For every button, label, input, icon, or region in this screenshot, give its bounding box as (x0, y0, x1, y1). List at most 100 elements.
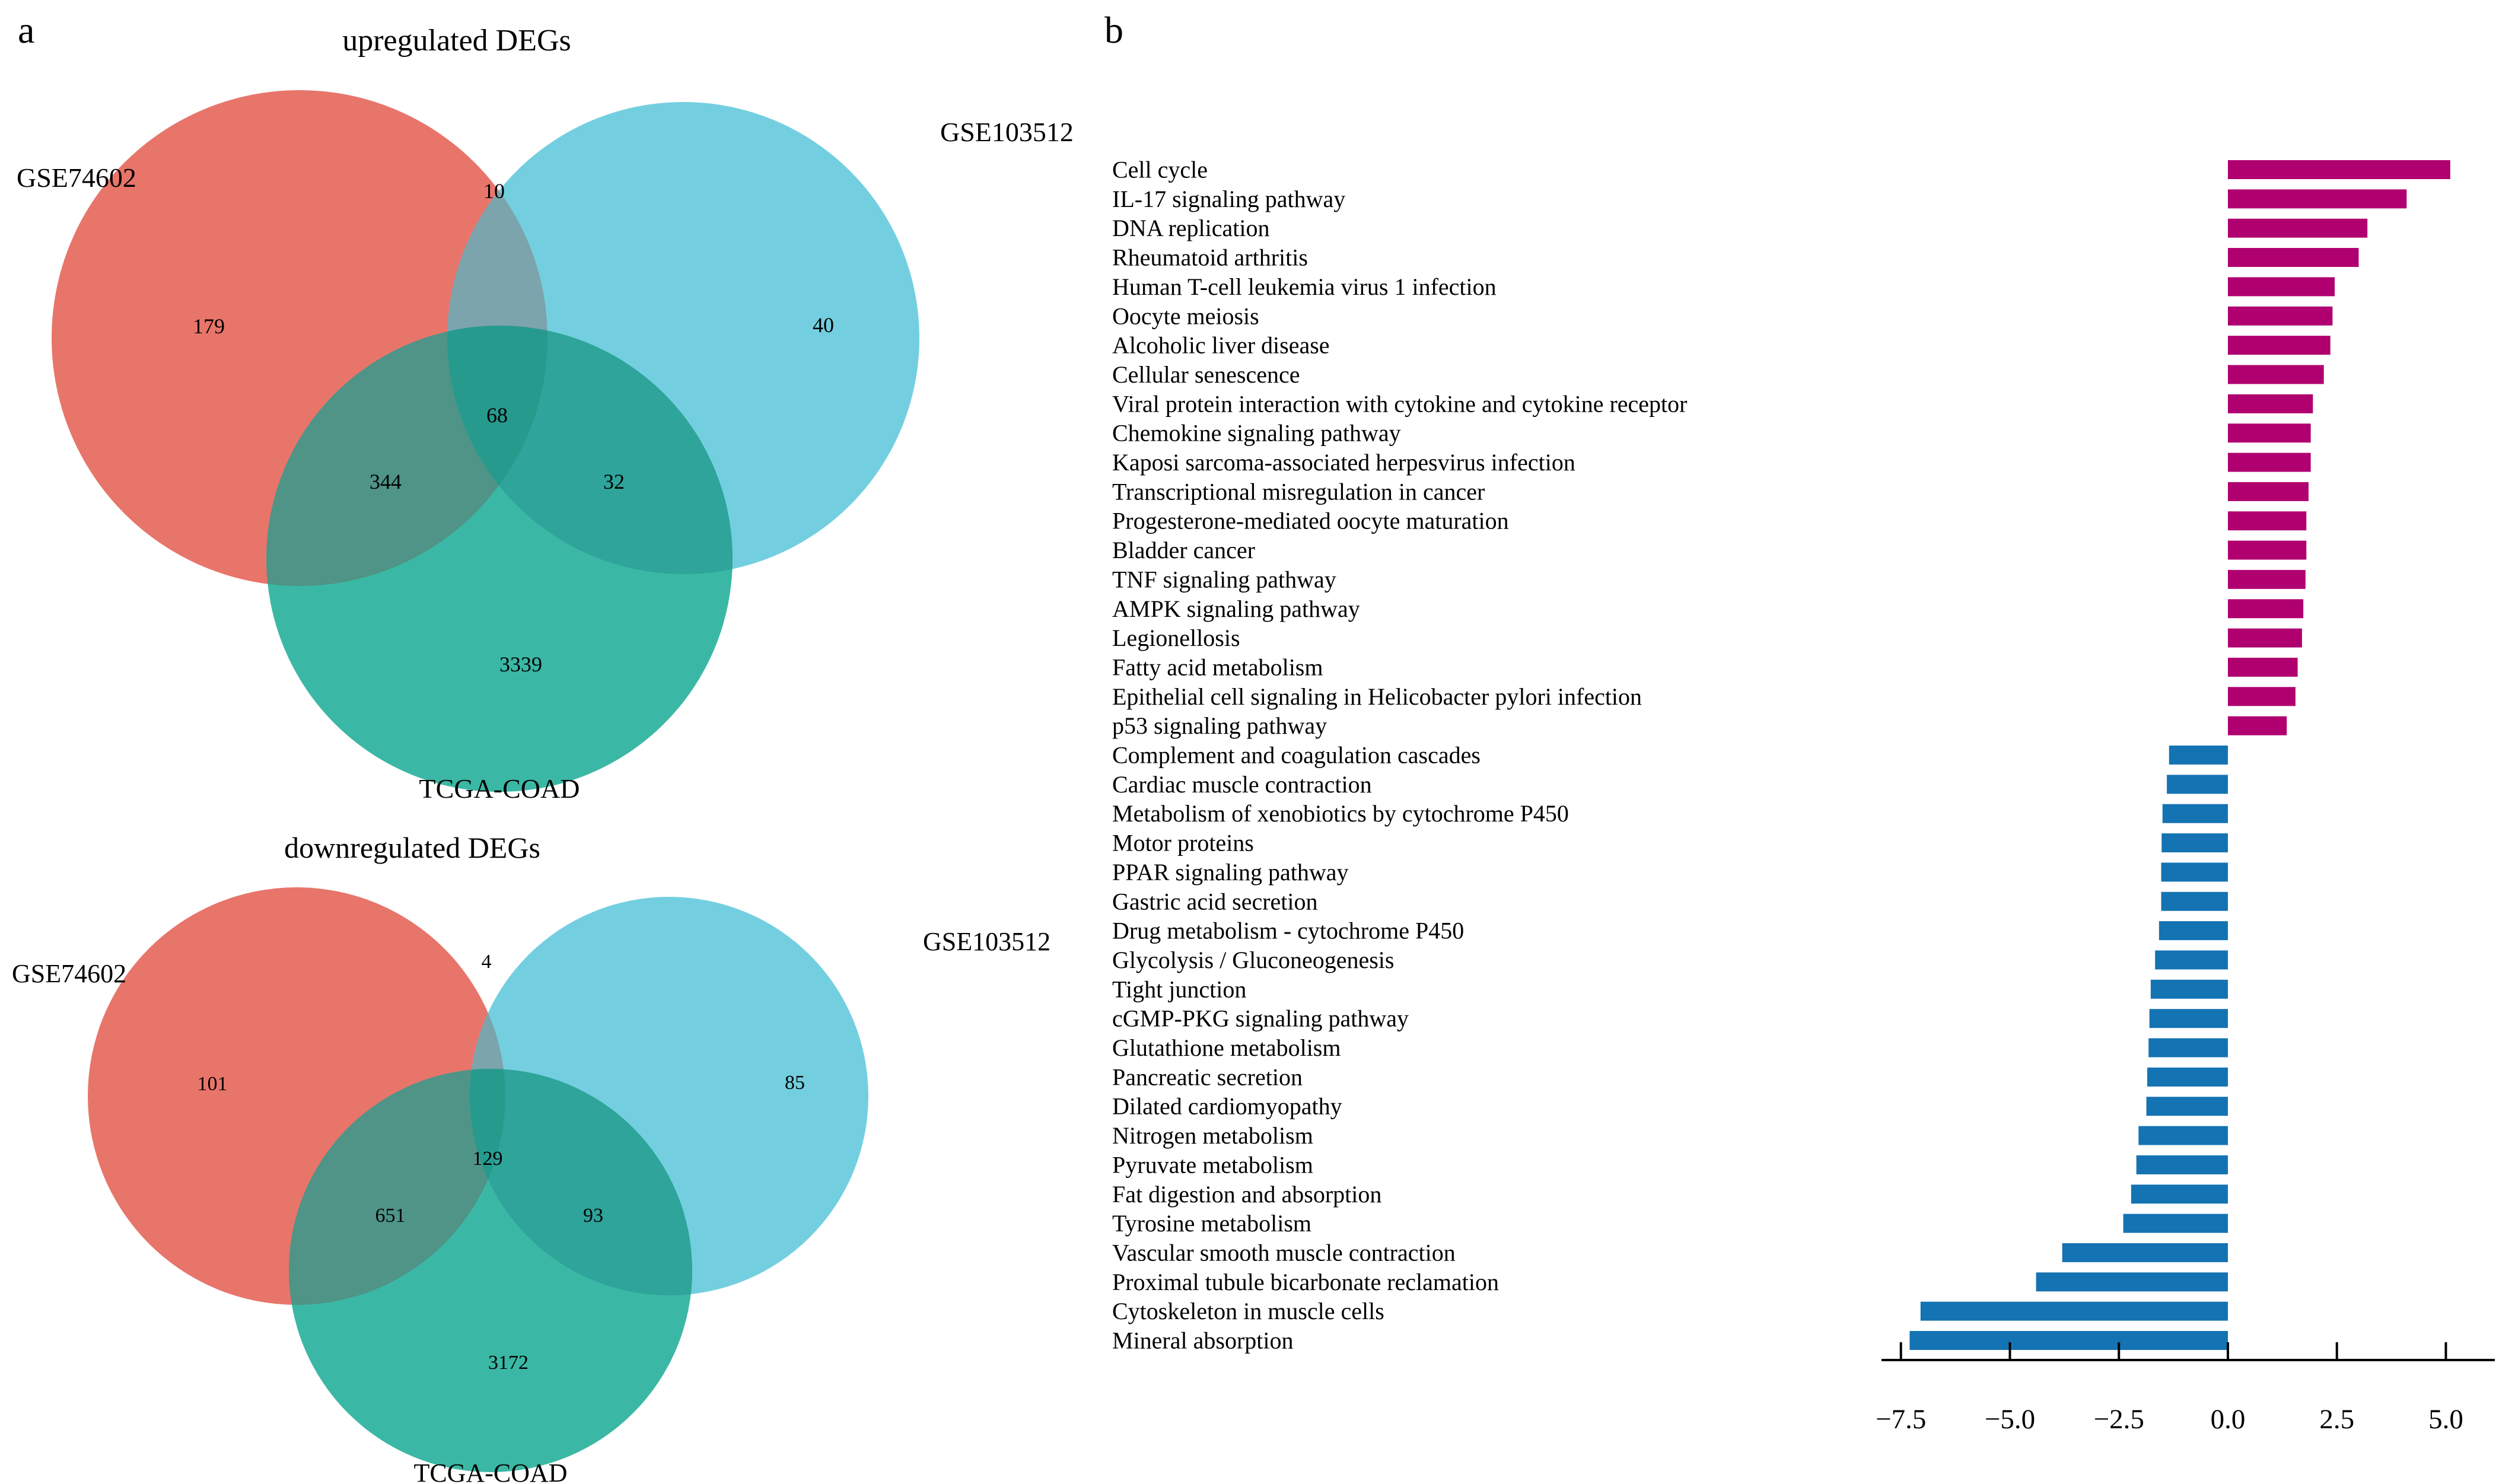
bar-label: Drug metabolism - cytochrome P450 (1112, 918, 1464, 944)
bar-label: Gastric acid secretion (1112, 888, 1318, 915)
bar-label: Chemokine signaling pathway (1112, 420, 1401, 447)
venn-set-label-tcga-coad: TCGA-COAD (419, 773, 580, 804)
bar-label: PPAR signaling pathway (1112, 859, 1349, 886)
bar (2036, 1272, 2228, 1292)
bar-label: Proximal tubule bicarbonate reclamation (1112, 1269, 1499, 1295)
venn-count-c_only: 3172 (488, 1352, 529, 1374)
venn-set-label-gse103512: GSE103512 (923, 927, 1050, 956)
venn-count-c_only: 3339 (499, 652, 542, 676)
bar-label: Alcoholic liver disease (1112, 332, 1330, 359)
bar-label: Dilated cardiomyopathy (1112, 1093, 1342, 1120)
bar (2062, 1243, 2228, 1262)
bar-label: Motor proteins (1112, 830, 1254, 856)
bar-label: Cytoskeleton in muscle cells (1112, 1298, 1384, 1324)
bar (2136, 1155, 2228, 1174)
bar (2123, 1214, 2228, 1233)
bar (2161, 891, 2228, 911)
x-axis-tick-label: 2.5 (2319, 1404, 2354, 1435)
x-axis-tick-label: −2.5 (2094, 1404, 2144, 1435)
bar (2161, 862, 2228, 882)
bar (2228, 657, 2298, 677)
bar (2228, 540, 2307, 560)
venn-title: downregulated DEGs (284, 831, 540, 864)
bar (2228, 160, 2450, 179)
bar-label: Transcriptional misregulation in cancer (1112, 478, 1485, 505)
bar-label: Epithelial cell signaling in Helicobacte… (1112, 683, 1642, 710)
venn-set-label-gse74602: GSE74602 (12, 959, 126, 988)
bar (1909, 1331, 2228, 1350)
bar (2149, 1009, 2228, 1028)
bar (2228, 218, 2368, 238)
bar-label: DNA replication (1112, 215, 1270, 241)
x-axis-tick-label: 0.0 (2211, 1404, 2246, 1435)
bar-label: Legionellosis (1112, 625, 1240, 651)
bar (2146, 1097, 2228, 1116)
venn-upregulated-degs: upregulated DEGsGSE74602GSE103512TCGA-CO… (17, 24, 1074, 804)
bar-label: Tyrosine metabolism (1112, 1210, 1311, 1237)
venn-count-b_only: 85 (785, 1072, 805, 1094)
bar-label: cGMP-PKG signaling pathway (1112, 1005, 1409, 1032)
bar-label: Nitrogen metabolism (1112, 1122, 1313, 1149)
x-axis-tick-label: 5.0 (2428, 1404, 2463, 1435)
bar-label: Glycolysis / Gluconeogenesis (1112, 947, 1395, 973)
bar (2167, 775, 2228, 794)
bar-label: Vascular smooth muscle contraction (1112, 1239, 1456, 1266)
bar-label: Cell cycle (1112, 157, 1208, 183)
bar-label: Pyruvate metabolism (1112, 1151, 1313, 1178)
venn-count-ab: 4 (482, 951, 492, 973)
bar (2169, 746, 2228, 765)
venn-count-a_only: 101 (198, 1073, 228, 1095)
bar-label: Cellular senescence (1112, 361, 1300, 388)
bar-label: Kaposi sarcoma-associated herpesvirus in… (1112, 449, 1575, 476)
bar-label: Complement and coagulation cascades (1112, 742, 1481, 769)
venn-count-ab: 10 (483, 179, 505, 203)
bar (2228, 248, 2359, 267)
bar-label: Tight junction (1112, 976, 1246, 1002)
panel-a-letter: a (18, 9, 34, 51)
bar (2158, 921, 2228, 941)
venn-count-abc: 129 (473, 1148, 503, 1170)
bar (2138, 1126, 2228, 1145)
venn-count-a_only: 179 (193, 314, 225, 338)
bar-label: Viral protein interaction with cytokine … (1112, 390, 1687, 417)
venn-count-b_only: 40 (813, 313, 834, 337)
bar-label: Metabolism of xenobiotics by cytochrome … (1112, 800, 1569, 827)
bar-label: Cardiac muscle contraction (1112, 771, 1372, 798)
x-axis-tick-label: −7.5 (1876, 1404, 1926, 1435)
venn-count-abc: 68 (486, 403, 508, 427)
bar (2161, 833, 2228, 853)
bar (1920, 1301, 2228, 1321)
bar (2131, 1184, 2228, 1204)
bar-label: p53 signaling pathway (1112, 712, 1327, 739)
bar (2228, 336, 2331, 355)
bar-label: Bladder cancer (1112, 537, 1255, 563)
bar (2228, 277, 2335, 297)
bar-label: IL-17 signaling pathway (1112, 186, 1345, 212)
bar-label: AMPK signaling pathway (1112, 595, 1360, 622)
bar (2155, 950, 2228, 970)
venn-set-label-gse103512: GSE103512 (940, 117, 1074, 147)
bar (2147, 1067, 2228, 1087)
venn-downregulated-degs: downregulated DEGsGSE74602GSE103512TCGA-… (12, 831, 1050, 1484)
bar (2228, 189, 2407, 209)
venn-count-bc: 32 (603, 470, 625, 493)
bar-label: Fatty acid metabolism (1112, 654, 1323, 680)
panel-b-letter: b (1104, 9, 1123, 51)
bar-label: Pancreatic secretion (1112, 1063, 1303, 1090)
bar (2162, 804, 2228, 823)
bar (2228, 365, 2324, 384)
venn-count-ac: 651 (375, 1205, 406, 1227)
bar (2228, 423, 2311, 443)
bar (2148, 1038, 2228, 1058)
bar-label: Glutathione metabolism (1112, 1034, 1341, 1061)
bar-label: Oocyte meiosis (1112, 302, 1259, 329)
venn-title: upregulated DEGs (342, 24, 571, 58)
bar (2150, 979, 2228, 999)
bar (2228, 628, 2302, 648)
bar (2228, 687, 2296, 706)
venn-count-bc: 93 (583, 1205, 603, 1227)
x-axis-tick-label: −5.0 (1985, 1404, 2035, 1435)
